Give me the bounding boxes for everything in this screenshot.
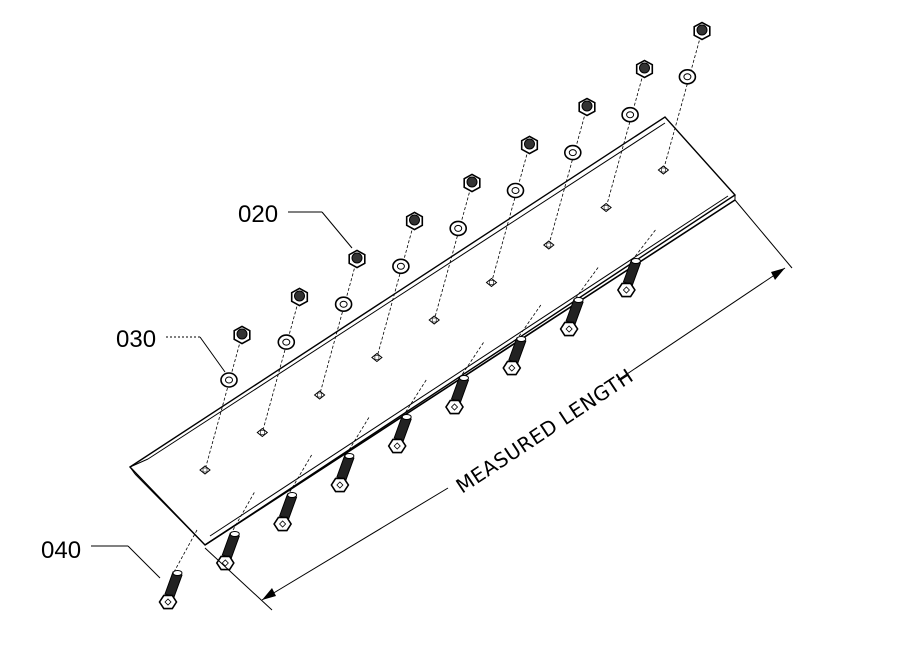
- bolt-head-mark: [450, 403, 459, 411]
- bolt-tip: [172, 570, 183, 576]
- bolt-head: [559, 321, 579, 337]
- bolt-hole-inner: [489, 280, 494, 285]
- callout-040: 040: [41, 537, 161, 579]
- hex-nut-bore: [236, 328, 248, 340]
- hex-nut-bore: [639, 62, 650, 74]
- bolt-hole: [256, 427, 269, 438]
- washer-hole: [683, 73, 692, 81]
- hex-nut-bore: [351, 252, 363, 264]
- bolt-tip: [573, 297, 584, 303]
- bolt-hole: [485, 277, 498, 288]
- hardware-group: [158, 21, 711, 610]
- dimension-label: MEASURED LENGTH: [452, 364, 638, 499]
- bolt-head: [445, 399, 464, 415]
- bolt-head-mark: [393, 442, 401, 450]
- bolt-head: [273, 516, 293, 532]
- hex-nut-bore: [409, 214, 420, 226]
- washer-hole: [225, 376, 233, 384]
- bolt-hole-inner: [431, 317, 437, 323]
- dimension-arrow-left: [262, 588, 276, 600]
- bolt-hole: [428, 315, 441, 325]
- bolt-hole: [542, 240, 555, 250]
- centerline-lower: [517, 304, 542, 339]
- centerline: [376, 220, 415, 358]
- bolt-head-mark: [221, 559, 229, 567]
- centerline-lower: [402, 379, 427, 417]
- centerline-lower: [173, 529, 198, 573]
- bolt-hole-inner: [374, 355, 380, 360]
- bolt-hole: [600, 202, 612, 213]
- centerline: [548, 106, 588, 246]
- bolt-head: [387, 438, 407, 454]
- hex-nut-bore: [581, 100, 593, 112]
- bolt-tip: [630, 258, 641, 264]
- centerline-lower: [460, 342, 484, 378]
- bolt-head: [158, 594, 178, 610]
- bolt-tip: [229, 531, 240, 537]
- washer-hole: [511, 187, 520, 194]
- bolt-head-mark: [164, 598, 172, 606]
- bolt-hole-inner: [661, 167, 666, 173]
- bolt-hole: [371, 352, 383, 363]
- callout-030: 030: [116, 326, 226, 373]
- bolt-tip: [516, 336, 527, 342]
- centerline: [261, 296, 300, 433]
- callout-label-020: 020: [238, 201, 278, 228]
- hex-nut-bore: [696, 24, 708, 36]
- centerline: [204, 334, 243, 471]
- bolt-hole: [313, 390, 326, 400]
- bolt-head-mark: [508, 364, 516, 372]
- bolt-hole-inner: [202, 467, 208, 473]
- bolt-hole-inner: [317, 392, 322, 398]
- bolt-tip: [344, 453, 355, 459]
- dimension-arrow-right: [771, 268, 785, 280]
- bolt-head-mark: [622, 286, 630, 294]
- bolt-hole-inner: [259, 430, 265, 435]
- bolt-hole: [199, 465, 211, 475]
- bolt-head-mark: [279, 520, 287, 528]
- hex-nut-bore: [524, 138, 535, 150]
- bolt-hole-inner: [546, 242, 552, 248]
- bolt-hole: [657, 165, 670, 175]
- cutting-edge-blade: [128, 116, 737, 546]
- centerline-lower: [574, 267, 599, 300]
- centerline: [605, 68, 645, 208]
- bolt-tip: [459, 375, 469, 381]
- bolt-tip: [287, 492, 298, 498]
- washer-hole: [454, 224, 463, 232]
- callout-020: 020: [238, 201, 353, 249]
- centerline-lower: [288, 454, 312, 495]
- callout-label-040: 040: [41, 537, 81, 564]
- washer-hole: [568, 149, 577, 157]
- centerline: [319, 258, 358, 396]
- bolt-hole-inner: [603, 205, 609, 210]
- hex-nut-bore: [466, 176, 478, 188]
- centerline-lower: [230, 492, 255, 534]
- bolt-head: [616, 282, 636, 298]
- bolt-head-mark: [336, 481, 344, 489]
- washer-hole: [626, 111, 635, 119]
- bolt-head-mark: [565, 325, 573, 333]
- centerline-lower: [632, 229, 656, 261]
- bolt-head: [502, 360, 522, 376]
- centerline: [663, 30, 703, 171]
- hex-nut-bore: [294, 290, 305, 302]
- centerline-lower: [345, 417, 370, 456]
- washer-hole: [339, 300, 348, 308]
- washer-hole: [396, 262, 405, 270]
- centerline: [491, 144, 530, 283]
- washer-hole: [282, 338, 291, 346]
- callout-label-030: 030: [116, 326, 156, 353]
- bolt-head: [215, 555, 235, 571]
- bolt-head: [330, 477, 350, 493]
- centerline: [433, 182, 473, 321]
- bolt-tip: [401, 414, 412, 420]
